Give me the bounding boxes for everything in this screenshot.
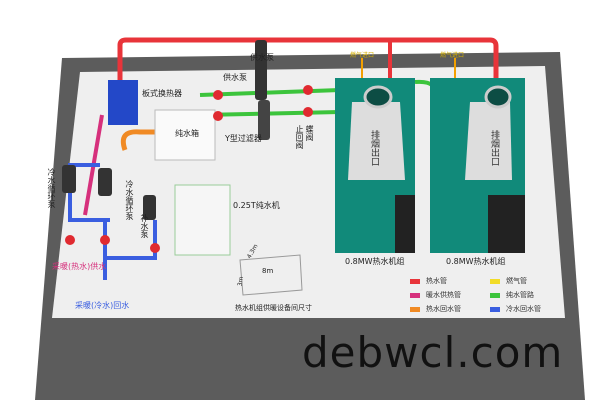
makeup-pump (143, 195, 156, 220)
label-y-filter: Y型过滤器 (225, 134, 262, 143)
legend-label: 冷水回水管 (506, 305, 541, 313)
label-smoke-outlet-2: 排烟出口 (489, 130, 499, 166)
legend-label: 暖水供热管 (426, 291, 461, 299)
supply-pump (255, 40, 267, 100)
cold-circ-pump (98, 168, 112, 196)
boiler-1-side (395, 195, 415, 253)
label-boiler-1: 0.8MW热水机组 (345, 257, 405, 266)
legend-swatch (490, 306, 500, 312)
boiler-2-side (488, 195, 525, 253)
label-makeup-pump: 补水泵 (140, 214, 149, 238)
legend-swatch (410, 292, 420, 298)
legend-item: 纯水管路 (490, 290, 570, 300)
legend-swatch (410, 306, 420, 312)
label-heating-supply: 采暖(热水)供水 (52, 262, 107, 271)
smoke-outlet-1 (363, 85, 393, 109)
room-size-box (239, 254, 303, 296)
label-cold-circ-pump-right: 冷水循环泵 (125, 180, 134, 220)
label-room-size: 热水机组供暖设备间尺寸 (235, 304, 312, 312)
plate-heat-exchanger (108, 80, 138, 125)
label-gas-inlet-1: 燃气进口 (350, 52, 375, 59)
label-gas-inlet-2: 燃气进口 (440, 52, 465, 59)
legend-item: 燃气管 (490, 276, 570, 286)
legend-swatch (490, 292, 500, 298)
legend-item: 热水管 (410, 276, 490, 286)
valves (65, 85, 313, 253)
label-plate-heat-exchanger: 板式换热器 (142, 89, 182, 98)
legend-swatch (490, 278, 500, 284)
legend-label: 热水回水管 (426, 305, 461, 313)
legend: 热水管 燃气管 暖水供热管 纯水管路 热水回水管 冷水回水管 (410, 276, 570, 314)
legend-label: 热水管 (426, 277, 447, 285)
legend-label: 燃气管 (506, 277, 527, 285)
label-boiler-2: 0.8MW热水机组 (446, 257, 506, 266)
smoke-outlet-2 (484, 85, 512, 109)
hot-return-pipe (120, 129, 165, 151)
label-check-valve: 止回阀 (295, 125, 304, 149)
legend-item: 暖水供热管 (410, 290, 490, 300)
legend-item: 冷水回水管 (490, 304, 570, 314)
watermark: debwcl.com (302, 328, 564, 377)
legend-label: 纯水管路 (506, 291, 534, 299)
cold-circ-pump (62, 165, 76, 193)
label-cold-circ-pump-left: 冷水循环泵 (47, 168, 56, 208)
label-pure-water-machine: 0.25T纯水机 (233, 201, 280, 210)
label-supply-pump-top: 供水泵 (250, 53, 274, 62)
hot-water-pipe (117, 37, 499, 120)
label-pure-water-tank: 纯水箱 (175, 129, 199, 138)
label-heating-return: 采暖(冷水)回水 (75, 301, 130, 310)
label-butterfly-valve: 蝶阀 (305, 125, 314, 141)
label-smoke-outlet-1: 排烟出口 (369, 130, 379, 166)
legend-swatch (410, 278, 420, 284)
supply-pump (258, 100, 270, 140)
smoke-hood-2 (465, 102, 512, 180)
label-supply-pump: 供水泵 (223, 73, 247, 82)
label-dim-width: 8m (262, 267, 274, 275)
pure-water-tank (154, 109, 216, 161)
pure-water-machine (174, 184, 231, 256)
smoke-hood-1 (348, 102, 405, 180)
gas-pipe (361, 58, 456, 78)
legend-item: 热水回水管 (410, 304, 490, 314)
